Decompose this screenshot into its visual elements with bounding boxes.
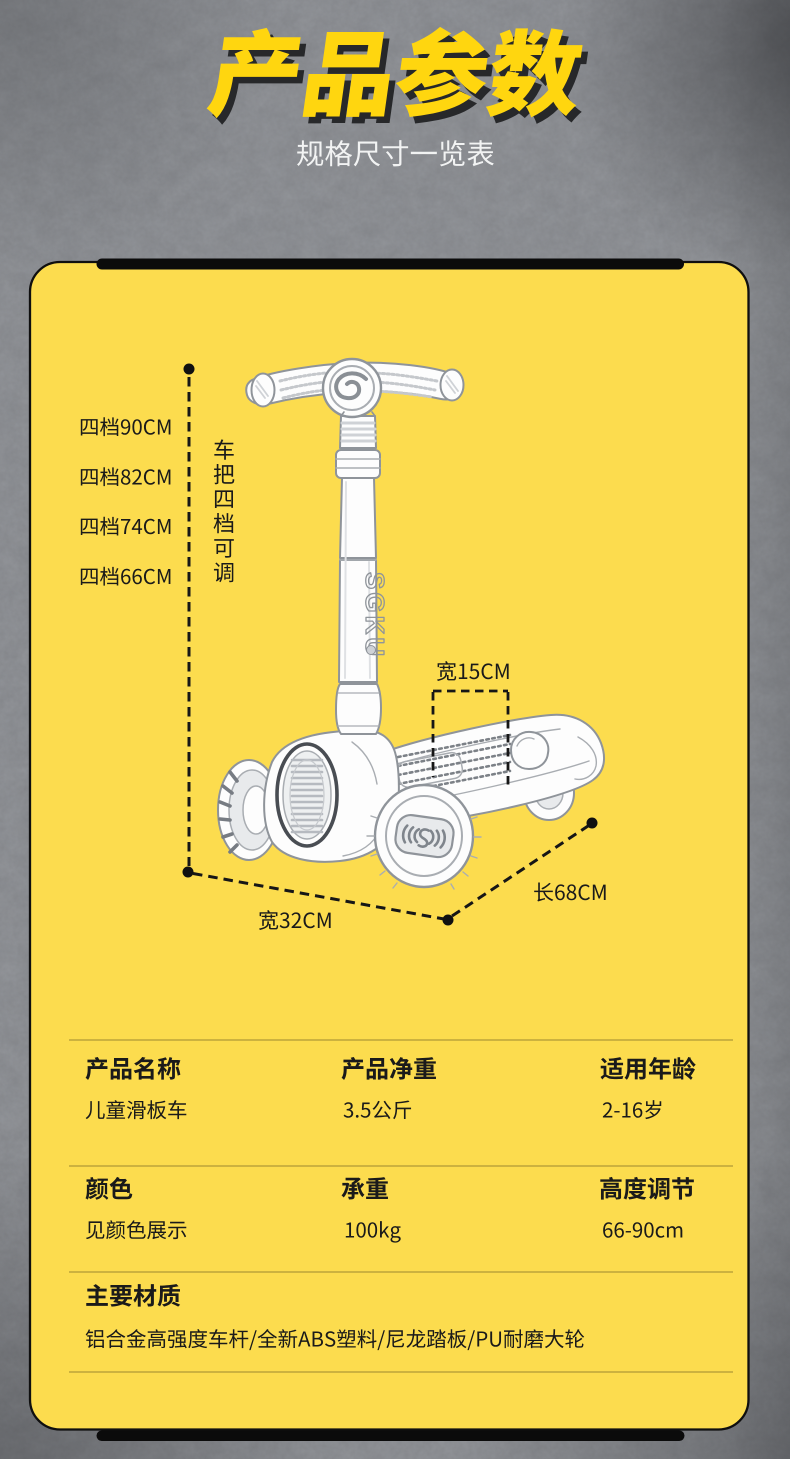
svg-text:SGKU: SGKU: [360, 572, 390, 659]
